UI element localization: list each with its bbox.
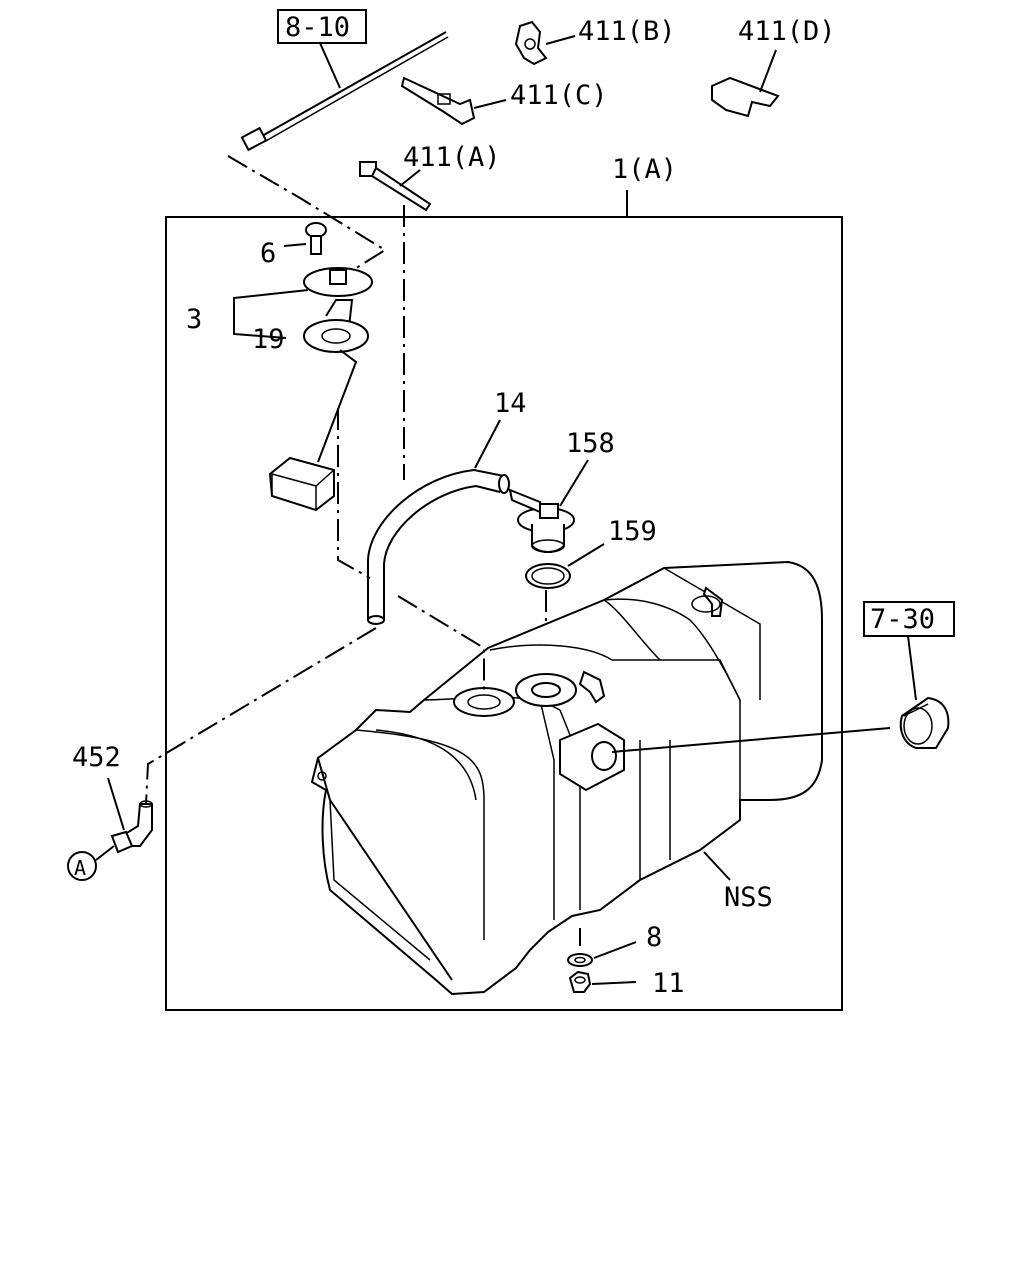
float-icon — [268, 456, 335, 512]
leader-411b — [545, 35, 576, 45]
assembly-frame — [165, 216, 843, 1011]
fuel-pump-gasket-19-icon — [303, 319, 369, 353]
label-nss: NSS — [724, 882, 773, 913]
label-circle-a: A — [74, 856, 86, 880]
nut-11-icon — [568, 970, 592, 993]
route-cap — [611, 727, 891, 753]
hose-14-icon — [367, 468, 510, 625]
label-11: 11 — [652, 968, 685, 999]
fuel-cap-icon — [899, 696, 950, 749]
sender-arm — [317, 349, 358, 463]
label-411b: 411(B) — [578, 16, 676, 47]
route-pump-to-tank — [397, 595, 485, 690]
label-411d: 411(D) — [738, 16, 836, 47]
label-452: 452 — [72, 742, 121, 773]
cable-tie-411a-icon — [359, 161, 432, 212]
clip-411c-icon — [400, 76, 476, 126]
leader-8 — [593, 941, 637, 959]
label-411c: 411(C) — [510, 80, 608, 111]
wire-harness — [240, 31, 449, 152]
screw-6-icon — [305, 222, 327, 255]
label-158: 158 — [566, 428, 615, 459]
ref-box-8-10[interactable] — [277, 9, 367, 44]
fuel-tank-icon — [310, 560, 823, 996]
harness-route-line — [227, 155, 387, 273]
label-6: 6 — [260, 238, 276, 269]
leader-159 — [567, 543, 605, 567]
leader-411a — [399, 169, 421, 187]
leader-6 — [283, 243, 307, 247]
pump-route-line — [337, 408, 371, 579]
gasket-159-icon — [525, 563, 571, 589]
label-8: 8 — [646, 922, 662, 953]
leader-7-30 — [907, 635, 917, 701]
leader-452 — [107, 777, 125, 831]
bracket-3-19 — [233, 289, 309, 339]
route-452 — [145, 627, 377, 805]
ref-7-30-label[interactable]: 7-30 — [870, 604, 935, 635]
leader-158 — [559, 459, 589, 507]
clip-411d-icon — [711, 76, 780, 118]
ref-8-10-label[interactable]: 8-10 — [285, 12, 350, 43]
circle-a-marker — [67, 851, 97, 881]
leader-circle-a — [95, 845, 115, 861]
fuel-pump-flange-icon — [303, 267, 373, 337]
label-19: 19 — [252, 324, 285, 355]
leader-11 — [591, 981, 637, 985]
label-1a: 1(A) — [612, 154, 677, 185]
label-411a: 411(A) — [403, 142, 501, 173]
washer-8-icon — [567, 953, 593, 967]
leader-14 — [474, 419, 501, 469]
label-3: 3 — [186, 304, 202, 335]
leader-411d — [759, 49, 777, 93]
leader-411c — [473, 99, 507, 109]
filler-neck-158-icon — [508, 488, 575, 553]
connector-452-icon — [110, 800, 153, 854]
leader-nss — [703, 851, 731, 881]
clip-411b-icon — [514, 20, 548, 66]
leader-8-10 — [319, 42, 341, 89]
label-159: 159 — [608, 516, 657, 547]
ref-box-7-30[interactable] — [863, 601, 955, 637]
label-14: 14 — [494, 388, 527, 419]
